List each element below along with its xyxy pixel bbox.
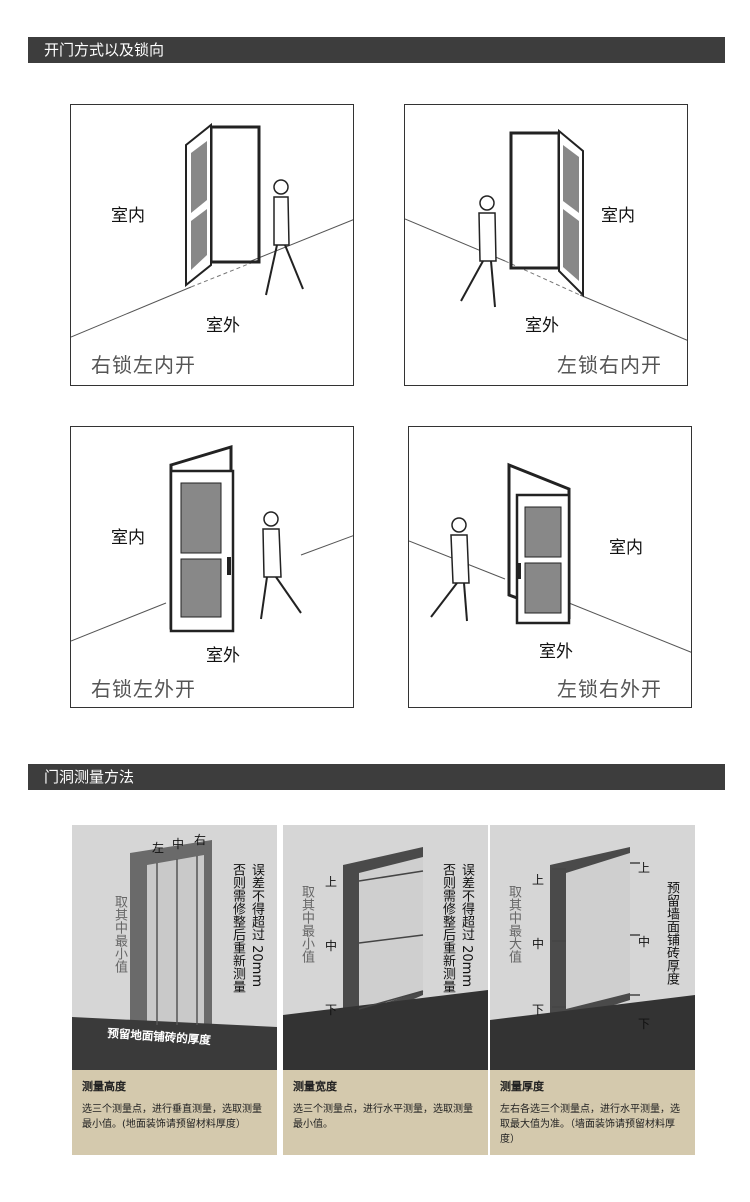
measure-panel-thickness: 取其中最大值 上 中 下 上 中 下 预留墙面铺砖厚度 测量厚度 左右各选三个测… bbox=[490, 825, 695, 1155]
measure-title: 测量高度 bbox=[82, 1078, 267, 1094]
door-caption: 左锁右内开 bbox=[557, 349, 662, 378]
position-bottom: 下 bbox=[325, 1001, 337, 1018]
door-illustration bbox=[409, 427, 692, 708]
position-right: 右 bbox=[194, 831, 206, 848]
measure-panel-height: 左 中 右 取其中最小值 误差不得超过 20mm 否则需修整后重新测量 预留地面… bbox=[72, 825, 277, 1155]
room-inside-label: 室内 bbox=[609, 533, 643, 558]
position-middle: 中 bbox=[325, 937, 337, 954]
position-middle-left: 中 bbox=[532, 935, 544, 952]
door-diagram-left-lock-right-inward: 室内 室外 左锁右内开 bbox=[404, 104, 688, 386]
measure-description: 选三个测量点，进行垂直测量，选取测量最小值。(地面装饰请预留材料厚度） bbox=[82, 1102, 267, 1132]
door-diagram-right-lock-left-outward: 室内 室外 右锁左外开 bbox=[70, 426, 354, 708]
section-title: 开门方式以及锁向 bbox=[44, 41, 164, 59]
measure-title: 测量宽度 bbox=[293, 1078, 478, 1094]
room-inside-label: 室内 bbox=[111, 523, 145, 548]
room-outside-label: 室外 bbox=[206, 641, 240, 666]
position-bottom-right: 下 bbox=[638, 1015, 650, 1032]
section-header-opening: 开门方式以及锁向 bbox=[28, 37, 725, 63]
take-min-note: 取其中最小值 bbox=[112, 895, 127, 973]
position-bottom-left: 下 bbox=[532, 1001, 544, 1018]
reserve-wall-note: 预留墙面铺砖厚度 bbox=[664, 881, 679, 985]
error-note: 误差不得超过 20mm bbox=[249, 863, 264, 987]
take-max-note: 取其中最大值 bbox=[506, 885, 521, 963]
door-diagram-left-lock-right-outward: 室内 室外 左锁右外开 bbox=[408, 426, 692, 708]
measure-description: 左右各选三个测量点，进行水平测量，选取最大值为准。（墙面装饰请预留材料厚度） bbox=[500, 1102, 685, 1147]
measure-illustration: 取其中最小值 上 中 下 误差不得超过 20mm 否则需修整后重新测量 bbox=[283, 825, 488, 1070]
remeasure-note: 否则需修整后重新测量 bbox=[230, 863, 245, 993]
door-caption: 右锁左内开 bbox=[91, 349, 196, 378]
room-inside-label: 室内 bbox=[601, 201, 635, 226]
measure-footer: 测量高度 选三个测量点，进行垂直测量，选取测量最小值。(地面装饰请预留材料厚度） bbox=[72, 1070, 277, 1155]
measure-description: 选三个测量点，进行水平测量，选取测量最小值。 bbox=[293, 1102, 478, 1132]
door-diagram-right-lock-left-inward: 室内 室外 右锁左内开 bbox=[70, 104, 354, 386]
measure-title: 测量厚度 bbox=[500, 1078, 685, 1094]
position-left: 左 bbox=[152, 839, 164, 856]
take-min-note: 取其中最小值 bbox=[299, 885, 314, 963]
door-caption: 左锁右外开 bbox=[557, 673, 662, 702]
room-inside-label: 室内 bbox=[111, 201, 145, 226]
measure-illustration: 取其中最大值 上 中 下 上 中 下 预留墙面铺砖厚度 bbox=[490, 825, 695, 1070]
position-middle: 中 bbox=[172, 835, 184, 852]
section-title: 门洞测量方法 bbox=[44, 768, 134, 786]
room-outside-label: 室外 bbox=[206, 311, 240, 336]
measure-illustration: 左 中 右 取其中最小值 误差不得超过 20mm 否则需修整后重新测量 预留地面… bbox=[72, 825, 277, 1070]
measure-panel-width: 取其中最小值 上 中 下 误差不得超过 20mm 否则需修整后重新测量 测量宽度… bbox=[283, 825, 488, 1155]
room-outside-label: 室外 bbox=[525, 311, 559, 336]
position-middle-right: 中 bbox=[638, 933, 650, 950]
measure-footer: 测量宽度 选三个测量点，进行水平测量，选取测量最小值。 bbox=[283, 1070, 488, 1155]
door-caption: 右锁左外开 bbox=[91, 673, 196, 702]
position-top-left: 上 bbox=[532, 871, 544, 888]
door-illustration bbox=[405, 105, 688, 386]
position-top: 上 bbox=[325, 873, 337, 890]
room-outside-label: 室外 bbox=[539, 637, 573, 662]
position-top-right: 上 bbox=[638, 859, 650, 876]
error-note: 误差不得超过 20mm bbox=[459, 863, 474, 987]
measure-footer: 测量厚度 左右各选三个测量点，进行水平测量，选取最大值为准。（墙面装饰请预留材料… bbox=[490, 1070, 695, 1155]
remeasure-note: 否则需修整后重新测量 bbox=[440, 863, 455, 993]
door-illustration bbox=[71, 105, 354, 386]
section-header-measurement: 门洞测量方法 bbox=[28, 764, 725, 790]
